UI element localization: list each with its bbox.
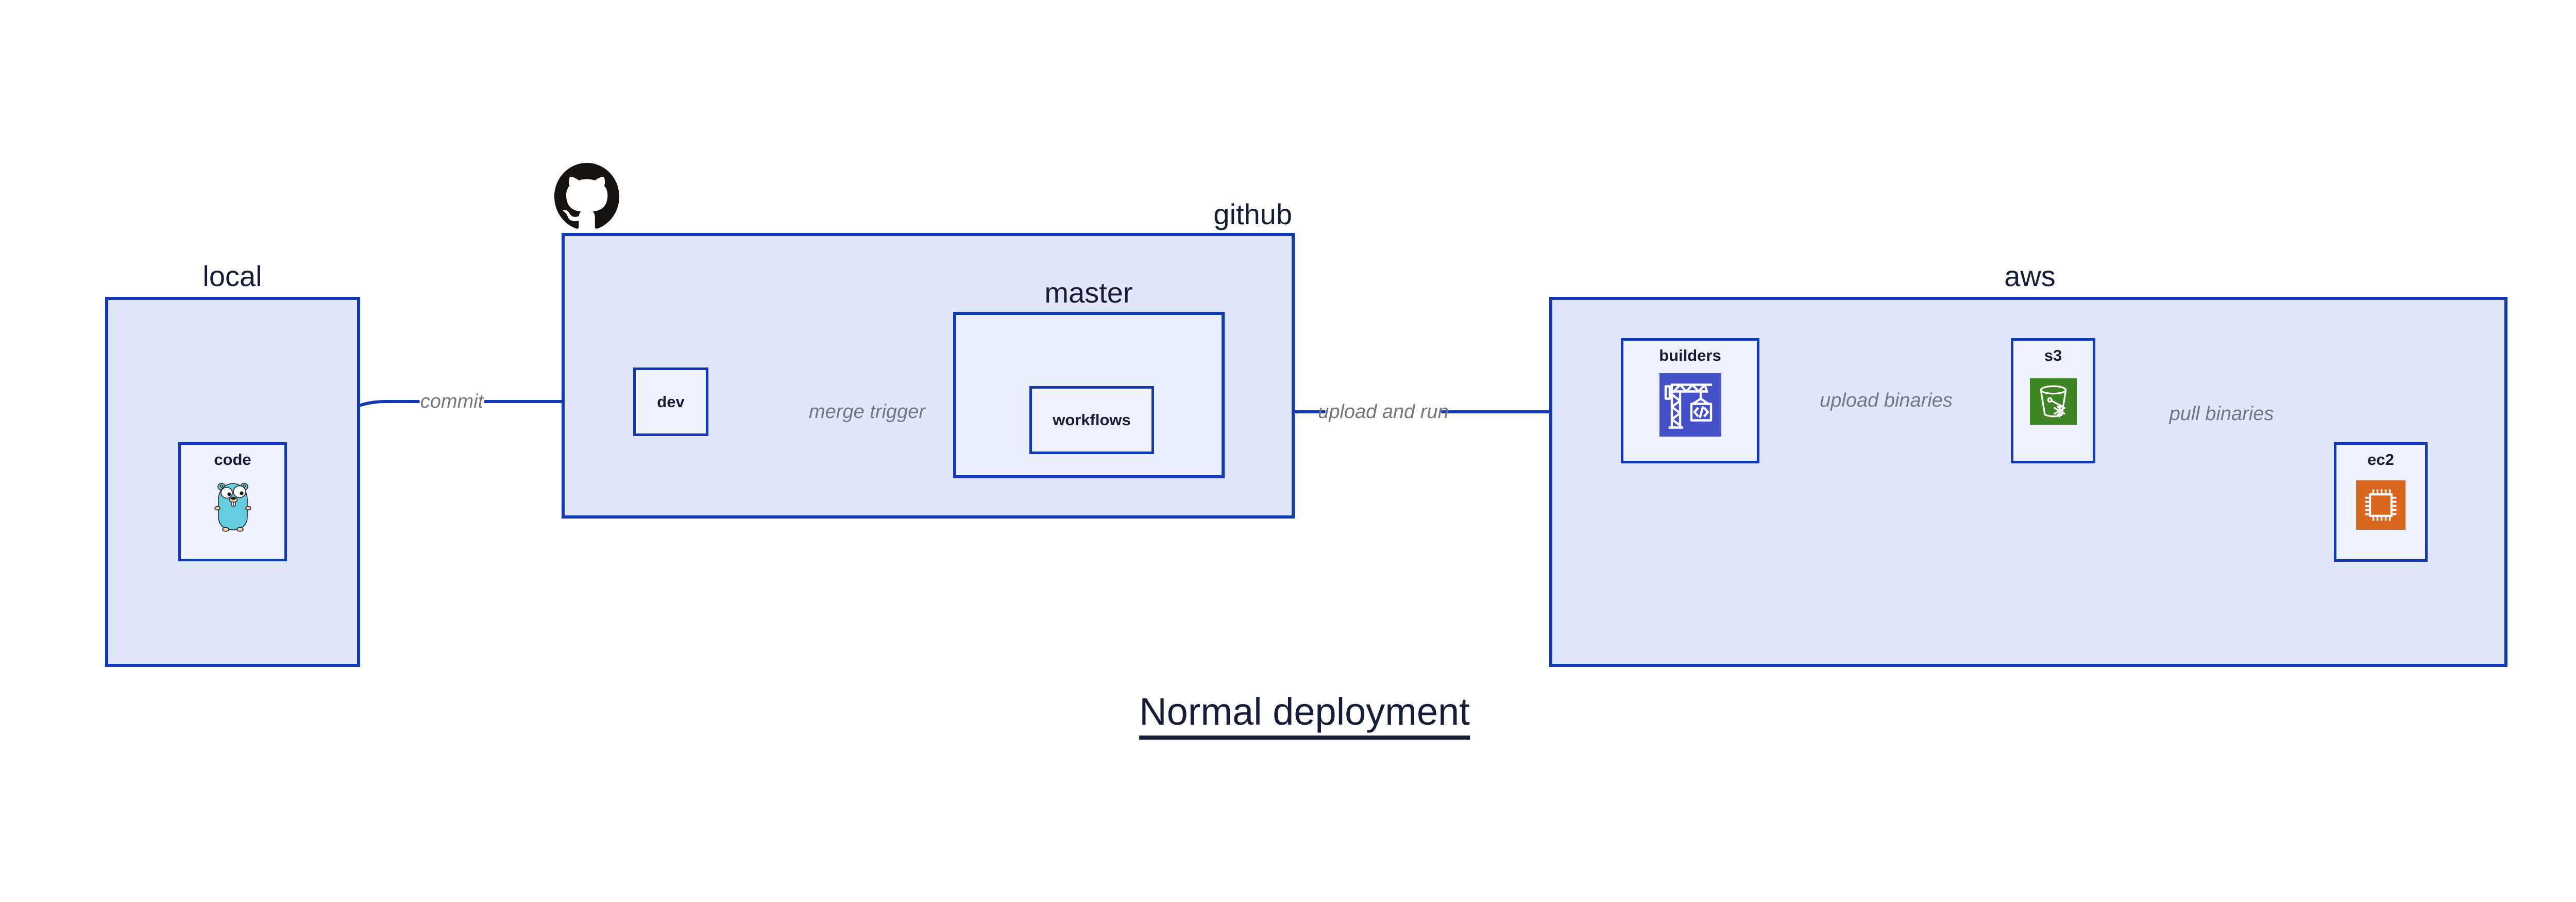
node-ec2: ec2	[2334, 442, 2428, 562]
node-s3: s3	[2011, 338, 2095, 463]
container-label-aws: aws	[2004, 260, 2056, 292]
go-gopher-icon	[214, 482, 251, 532]
edge-label-upload-and-run: upload and run	[1318, 401, 1449, 423]
container-label-github: github	[1213, 198, 1292, 230]
edge-label-pull-binaries: pull binaries	[2169, 403, 2274, 425]
edge-label-merge-trigger: merge trigger	[809, 401, 925, 423]
container-label-local: local	[202, 260, 262, 292]
s3-bucket-snowflake-icon	[2029, 378, 2077, 425]
github-octocat-icon	[554, 163, 619, 229]
codebuild-crane-icon	[1659, 373, 1721, 437]
node-workflows: workflows	[1029, 386, 1154, 454]
node-code: code	[178, 442, 287, 561]
node-label-builders: builders	[1659, 346, 1721, 364]
node-label-dev: dev	[657, 392, 685, 411]
node-label-workflows: workflows	[1053, 411, 1131, 429]
edge-label-commit: commit	[420, 391, 484, 412]
node-builders: builders	[1621, 338, 1759, 463]
node-label-s3: s3	[2044, 346, 2062, 364]
container-label-master: master	[1044, 276, 1133, 309]
ec2-chip-icon	[2356, 480, 2405, 530]
edge-label-upload-binaries: upload binaries	[1820, 390, 1953, 411]
node-label-code: code	[214, 450, 251, 469]
node-dev: dev	[633, 368, 708, 436]
node-label-ec2: ec2	[2367, 450, 2394, 469]
diagram-title: Normal deployment	[1139, 690, 1470, 740]
